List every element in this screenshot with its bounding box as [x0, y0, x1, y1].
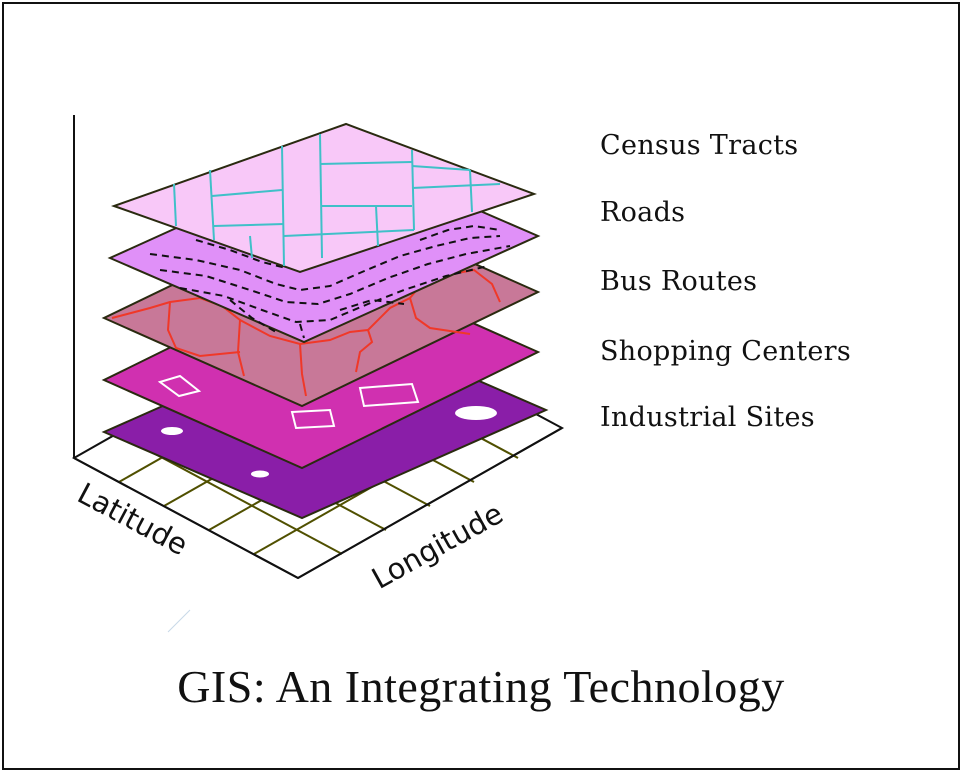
- census-tract-boundaries: [173, 133, 501, 267]
- stray-mark: [167, 609, 191, 633]
- industrial-site: [455, 406, 497, 420]
- layer-label-industrial-sites: Industrial Sites: [600, 402, 815, 433]
- longitude-axis-line: [297, 427, 563, 579]
- shopping-center: [290, 408, 336, 430]
- shopping-center: [358, 382, 420, 408]
- layer-label-bus-routes: Bus Routes: [600, 266, 758, 297]
- road-lines: [149, 224, 511, 339]
- layer-label-roads: Roads: [600, 197, 686, 228]
- layer-label-census-tracts: Census Tracts: [600, 130, 799, 161]
- layer-plate: [111, 122, 538, 274]
- shopping-center: [157, 374, 202, 398]
- layer-label-shopping-centers: Shopping Centers: [600, 336, 852, 367]
- layer-census-tracts: [111, 122, 538, 274]
- industrial-site: [251, 470, 269, 478]
- diagram-title: GIS: An Integrating Technology: [177, 661, 785, 712]
- latitude-axis-line: [73, 457, 299, 579]
- industrial-site: [161, 427, 183, 435]
